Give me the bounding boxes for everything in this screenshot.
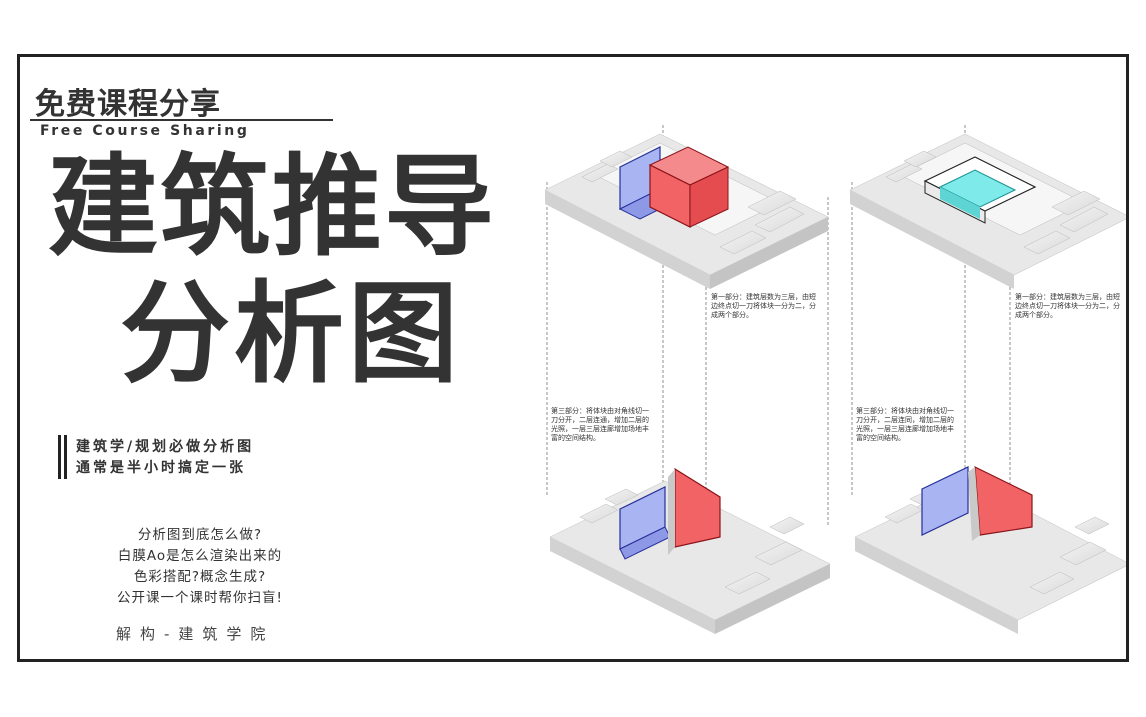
svg-text:富的空间结构。: 富的空间结构。: [551, 433, 600, 442]
note-line: 第三部分：将体块由对角线切一: [856, 406, 954, 415]
site-top-right: [849, 133, 1126, 289]
note-line: 第一部分：建筑层数为三层，由短: [711, 292, 816, 301]
volume-cyan: [938, 169, 1017, 208]
badge-underline: [30, 119, 333, 121]
svg-text:光照，一层三层连廊增加场地丰: 光照，一层三层连廊增加场地丰: [551, 424, 649, 433]
signature: 解构-建筑学院: [116, 625, 275, 643]
svg-text:成两个部分。: 成两个部分。: [711, 310, 753, 319]
tagline-line2: 通常是半小时搞定一张: [76, 460, 246, 476]
svg-text:富的空间结构。: 富的空间结构。: [856, 433, 905, 442]
note-line: 成两个部分。: [1015, 310, 1057, 319]
note-line: 边终点切一刀将体块一分为二，分: [711, 301, 816, 310]
volume-red-split: [674, 467, 721, 548]
diagram-notes: 第一部分：建筑层数为三层，由短 边终点切一刀将体块一分为二，分 成两个部分。 第…: [551, 292, 1120, 442]
note-line: 光照，一层三层连廊增加场地丰: [856, 424, 954, 433]
svg-text:边终点切一刀将体块一分为二，分: 边终点切一刀将体块一分为二，分: [711, 301, 816, 310]
note-line: 第三部分：将体块由对角线切一: [551, 406, 649, 415]
tagline-line1: 建筑学/规划必做分析图: [76, 439, 255, 455]
site-bottom-right: [854, 465, 1126, 634]
svg-text:刀分开，二层连同，增加二层的: 刀分开，二层连同，增加二层的: [856, 415, 954, 424]
svg-text:第三部分：将体块由对角线切一: 第三部分：将体块由对角线切一: [551, 406, 649, 415]
volume-red-split-2: [974, 465, 1033, 536]
svg-text:边终点切一刀将体块一分为二，分: 边终点切一刀将体块一分为二，分: [1015, 301, 1120, 310]
svg-text:光照，一层三层连廊增加场地丰: 光照，一层三层连廊增加场地丰: [856, 424, 954, 433]
question-item: 色彩搭配?概念生成?: [133, 569, 267, 585]
tagline-bar: [58, 435, 61, 479]
guide-lines: [546, 125, 1011, 597]
svg-text:第一部分：建筑层数为三层，由短: 第一部分：建筑层数为三层，由短: [1015, 292, 1120, 301]
note-line: 边终点切一刀将体块一分为二，分: [1015, 301, 1120, 310]
note-line: 富的空间结构。: [856, 433, 905, 442]
poster-frame: 免费课程分享 Free Course Sharing 建筑推导 分析图 建筑学/…: [17, 54, 1129, 662]
question-item: 分析图到底怎么做?: [137, 527, 263, 543]
note-line: 刀分开，二层连通，增加二层的: [551, 415, 649, 424]
main-title-line1: 建筑推导: [48, 143, 496, 271]
tagline-bar: [64, 435, 67, 479]
note-line: 富的空间结构。: [551, 433, 600, 442]
badge-title: 免费课程分享: [35, 87, 221, 122]
svg-text:第三部分：将体块由对角线切一: 第三部分：将体块由对角线切一: [856, 406, 954, 415]
note-line: 第一部分：建筑层数为三层，由短: [1015, 292, 1120, 301]
volume-blue-split-2: [921, 466, 969, 536]
note-line: 光照，一层三层连廊增加场地丰: [551, 424, 649, 433]
main-title-line2: 分析图: [120, 270, 462, 398]
question-item: 公开课一个课时帮你扫盲!: [117, 590, 283, 606]
badge-subtitle: Free Course Sharing: [40, 123, 250, 139]
site-top-left: [544, 133, 829, 289]
question-list: 分析图到底怎么做? 白膜Ao是怎么渲染出来的 色彩搭配?概念生成? 公开课一个课…: [90, 525, 310, 609]
diagram-illustration: 第一部分：建筑层数为三层，由短 边终点切一刀将体块一分为二，分 成两个部分。 第…: [544, 125, 1126, 634]
svg-text:刀分开，二层连通，增加二层的: 刀分开，二层连通，增加二层的: [551, 415, 649, 424]
svg-text:成两个部分。: 成两个部分。: [1015, 310, 1057, 319]
svg-text:第一部分：建筑层数为三层，由短: 第一部分：建筑层数为三层，由短: [711, 292, 816, 301]
site-bottom-left: [549, 467, 831, 634]
note-line: 成两个部分。: [711, 310, 753, 319]
question-item: 白膜Ao是怎么渲染出来的: [117, 548, 283, 564]
note-line: 刀分开，二层连同，增加二层的: [856, 415, 954, 424]
